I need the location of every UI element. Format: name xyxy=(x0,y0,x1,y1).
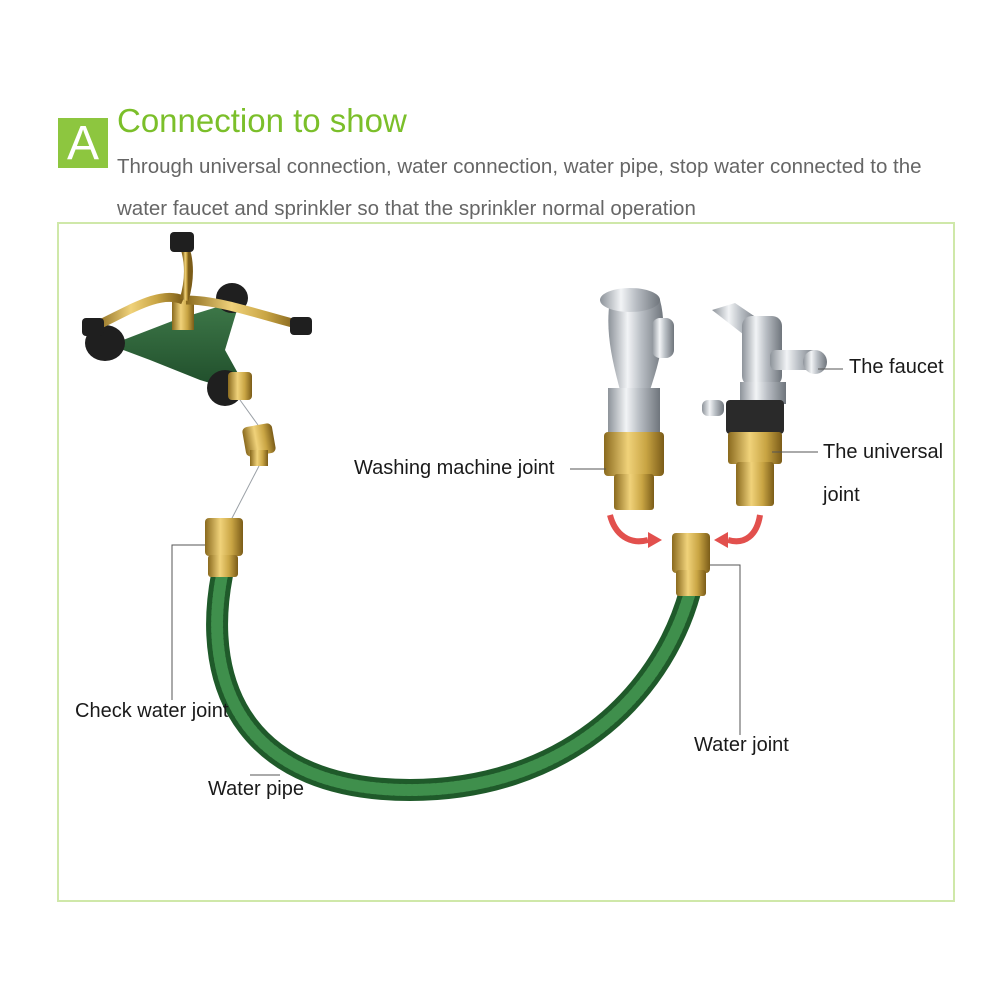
label-washing-machine-joint: Washing machine joint xyxy=(354,457,555,479)
universal-faucet-illustration xyxy=(702,303,827,506)
diagram-frame xyxy=(57,222,955,902)
connect-arrows xyxy=(607,514,763,548)
water-joint-illustration xyxy=(672,533,710,596)
label-faucet: The faucet xyxy=(849,356,944,378)
sprinkler-illustration xyxy=(82,232,312,406)
label-universal-joint-line2: joint xyxy=(823,484,860,506)
label-water-pipe: Water pipe xyxy=(208,778,304,800)
sprinkler-quick-connector xyxy=(239,399,276,466)
label-check-water-joint: Check water joint xyxy=(75,700,229,722)
label-universal-joint-line1: The universal xyxy=(823,441,944,463)
leader-lines xyxy=(171,368,843,776)
section-description: Through universal connection, water conn… xyxy=(117,155,922,220)
label-water-joint: Water joint xyxy=(694,734,789,756)
section-title: Connection to show xyxy=(117,102,407,139)
check-water-joint-illustration xyxy=(205,518,243,577)
section-badge: A xyxy=(58,117,108,170)
badge-letter: A xyxy=(66,117,99,170)
washing-machine-faucet-illustration xyxy=(600,288,674,510)
